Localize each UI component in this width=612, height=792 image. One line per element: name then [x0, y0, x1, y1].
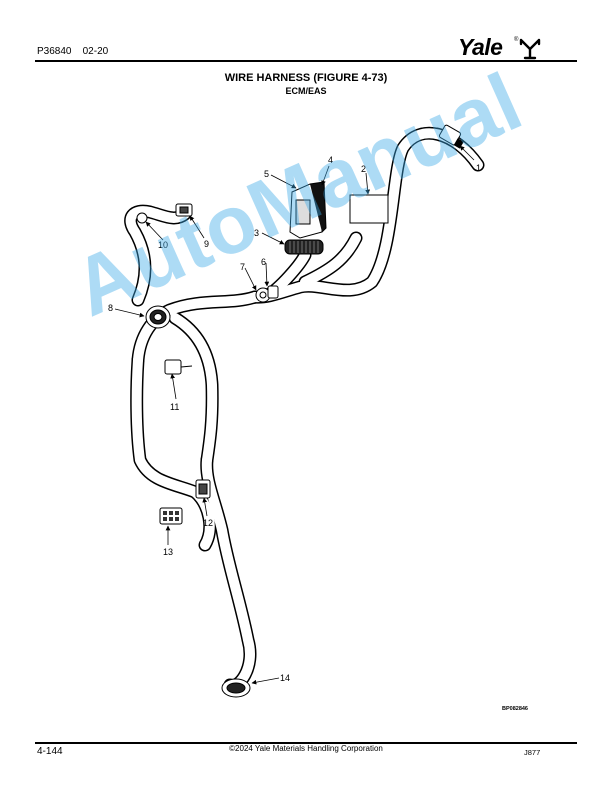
- callout-11: 11: [170, 402, 179, 412]
- callout-9: 9: [204, 239, 209, 249]
- wire-harness-diagram: 1 2 3 4 5 6 7 8 9 10 11 12 13 14: [108, 124, 485, 698]
- callout-12: 12: [203, 518, 213, 528]
- callout-5: 5: [264, 169, 269, 179]
- callout-labels: 1 2 3 4 5 6 7 8 9 10 11 12 13 14: [108, 155, 481, 683]
- callout-8: 8: [108, 303, 113, 313]
- yale-logo: Yale ®: [458, 34, 578, 62]
- leader-lines: [114, 145, 475, 685]
- document-code: P36840 02-20: [37, 46, 108, 57]
- callout-3: 3: [254, 228, 259, 238]
- figure-code: BP082846: [502, 706, 528, 712]
- component-6-7-connectors: [255, 285, 279, 303]
- doc-date: 02-20: [82, 46, 109, 57]
- header-rule: [35, 60, 577, 62]
- callout-7: 7: [240, 262, 245, 272]
- footer-code: J877: [524, 748, 541, 757]
- doc-number: P36840: [37, 46, 72, 57]
- copyright: ©2024 Yale Materials Handling Corporatio…: [229, 744, 383, 753]
- brand-name: Yale: [458, 34, 503, 60]
- callout-4: 4: [328, 155, 333, 165]
- footer-rule: [35, 742, 577, 744]
- registered-mark: ®: [514, 37, 519, 43]
- component-3-ribbed-connector: [284, 239, 324, 255]
- page-number: 4-144: [37, 746, 63, 757]
- callout-6: 6: [261, 257, 266, 267]
- component-14-grommet: [221, 678, 251, 698]
- component-11-sensor: [164, 359, 193, 375]
- component-2-module: [349, 194, 389, 224]
- component-12-connector: [195, 479, 211, 499]
- page-title: WIRE HARNESS (FIGURE 4-73): [224, 72, 388, 84]
- callout-2: 2: [361, 164, 366, 174]
- component-1-connector: [438, 124, 464, 149]
- page-subtitle: ECM/EAS: [285, 86, 327, 96]
- component-4-5-ecm-housing: [289, 181, 327, 239]
- yale-fork-icon: [519, 38, 541, 60]
- callout-13: 13: [163, 547, 173, 557]
- component-9-10-connectors: [136, 203, 193, 224]
- callout-10: 10: [158, 240, 168, 250]
- callout-1: 1: [476, 163, 481, 173]
- callout-14: 14: [280, 673, 290, 683]
- component-13-connector: [159, 507, 183, 525]
- component-8-grommet: [145, 305, 171, 329]
